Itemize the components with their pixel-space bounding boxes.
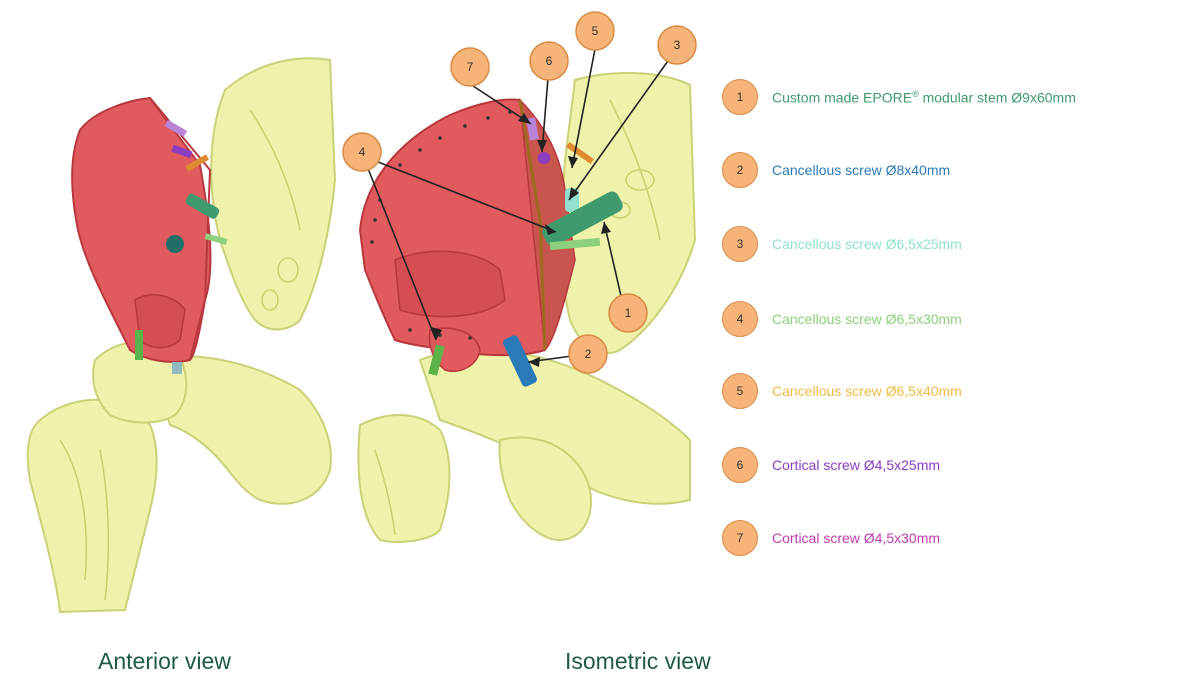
legend-label: Cancellous screw Ø6,5x25mm (772, 236, 962, 252)
legend-number: 3 (722, 226, 758, 262)
legend-label: Cancellous screw Ø6,5x30mm (772, 311, 962, 327)
legend-item-7: 7 Cortical screw Ø4,5x30mm (722, 519, 940, 557)
callout-3: 3 (658, 26, 696, 64)
callout-1-label: 1 (625, 306, 632, 320)
legend-item-5: 5 Cancellous screw Ø6,5x40mm (722, 372, 962, 410)
legend-item-1: 1 Custom made EPORE® modular stem Ø9x60m… (722, 78, 1076, 116)
callout-4: 4 (343, 133, 381, 171)
legend-number: 6 (722, 447, 758, 483)
callout-2: 2 (569, 335, 607, 373)
callout-7-label: 7 (467, 60, 474, 74)
callout-5: 5 (576, 12, 614, 50)
legend-label: Cancellous screw Ø6,5x40mm (772, 383, 962, 399)
legend-number: 4 (722, 301, 758, 337)
legend-number: 5 (722, 373, 758, 409)
callout-2-label: 2 (585, 347, 592, 361)
legend-number: 7 (722, 520, 758, 556)
caption-isometric-view: Isometric view (565, 648, 711, 675)
callout-6-label: 6 (546, 54, 553, 68)
callout-5-label: 5 (592, 24, 599, 38)
callout-6: 6 (530, 42, 568, 80)
legend-item-2: 2 Cancellous screw Ø8x40mm (722, 151, 950, 189)
caption-anterior-view: Anterior view (98, 648, 231, 675)
callout-4-label: 4 (359, 145, 366, 159)
legend-label: Cancellous screw Ø8x40mm (772, 162, 950, 178)
callout-7: 7 (451, 48, 489, 86)
legend-label: Cortical screw Ø4,5x30mm (772, 530, 940, 546)
callout-3-label: 3 (674, 38, 681, 52)
legend-item-6: 6 Cortical screw Ø4,5x25mm (722, 446, 940, 484)
legend-number: 1 (722, 79, 758, 115)
legend-number: 2 (722, 152, 758, 188)
anterior-implant (72, 98, 210, 362)
legend-label: Cortical screw Ø4,5x25mm (772, 457, 940, 473)
legend-label: Custom made EPORE® modular stem Ø9x60mm (772, 89, 1076, 106)
legend-item-3: 3 Cancellous screw Ø6,5x25mm (722, 225, 962, 263)
legend-item-4: 4 Cancellous screw Ø6,5x30mm (722, 300, 962, 338)
callout-1: 1 (609, 294, 647, 332)
